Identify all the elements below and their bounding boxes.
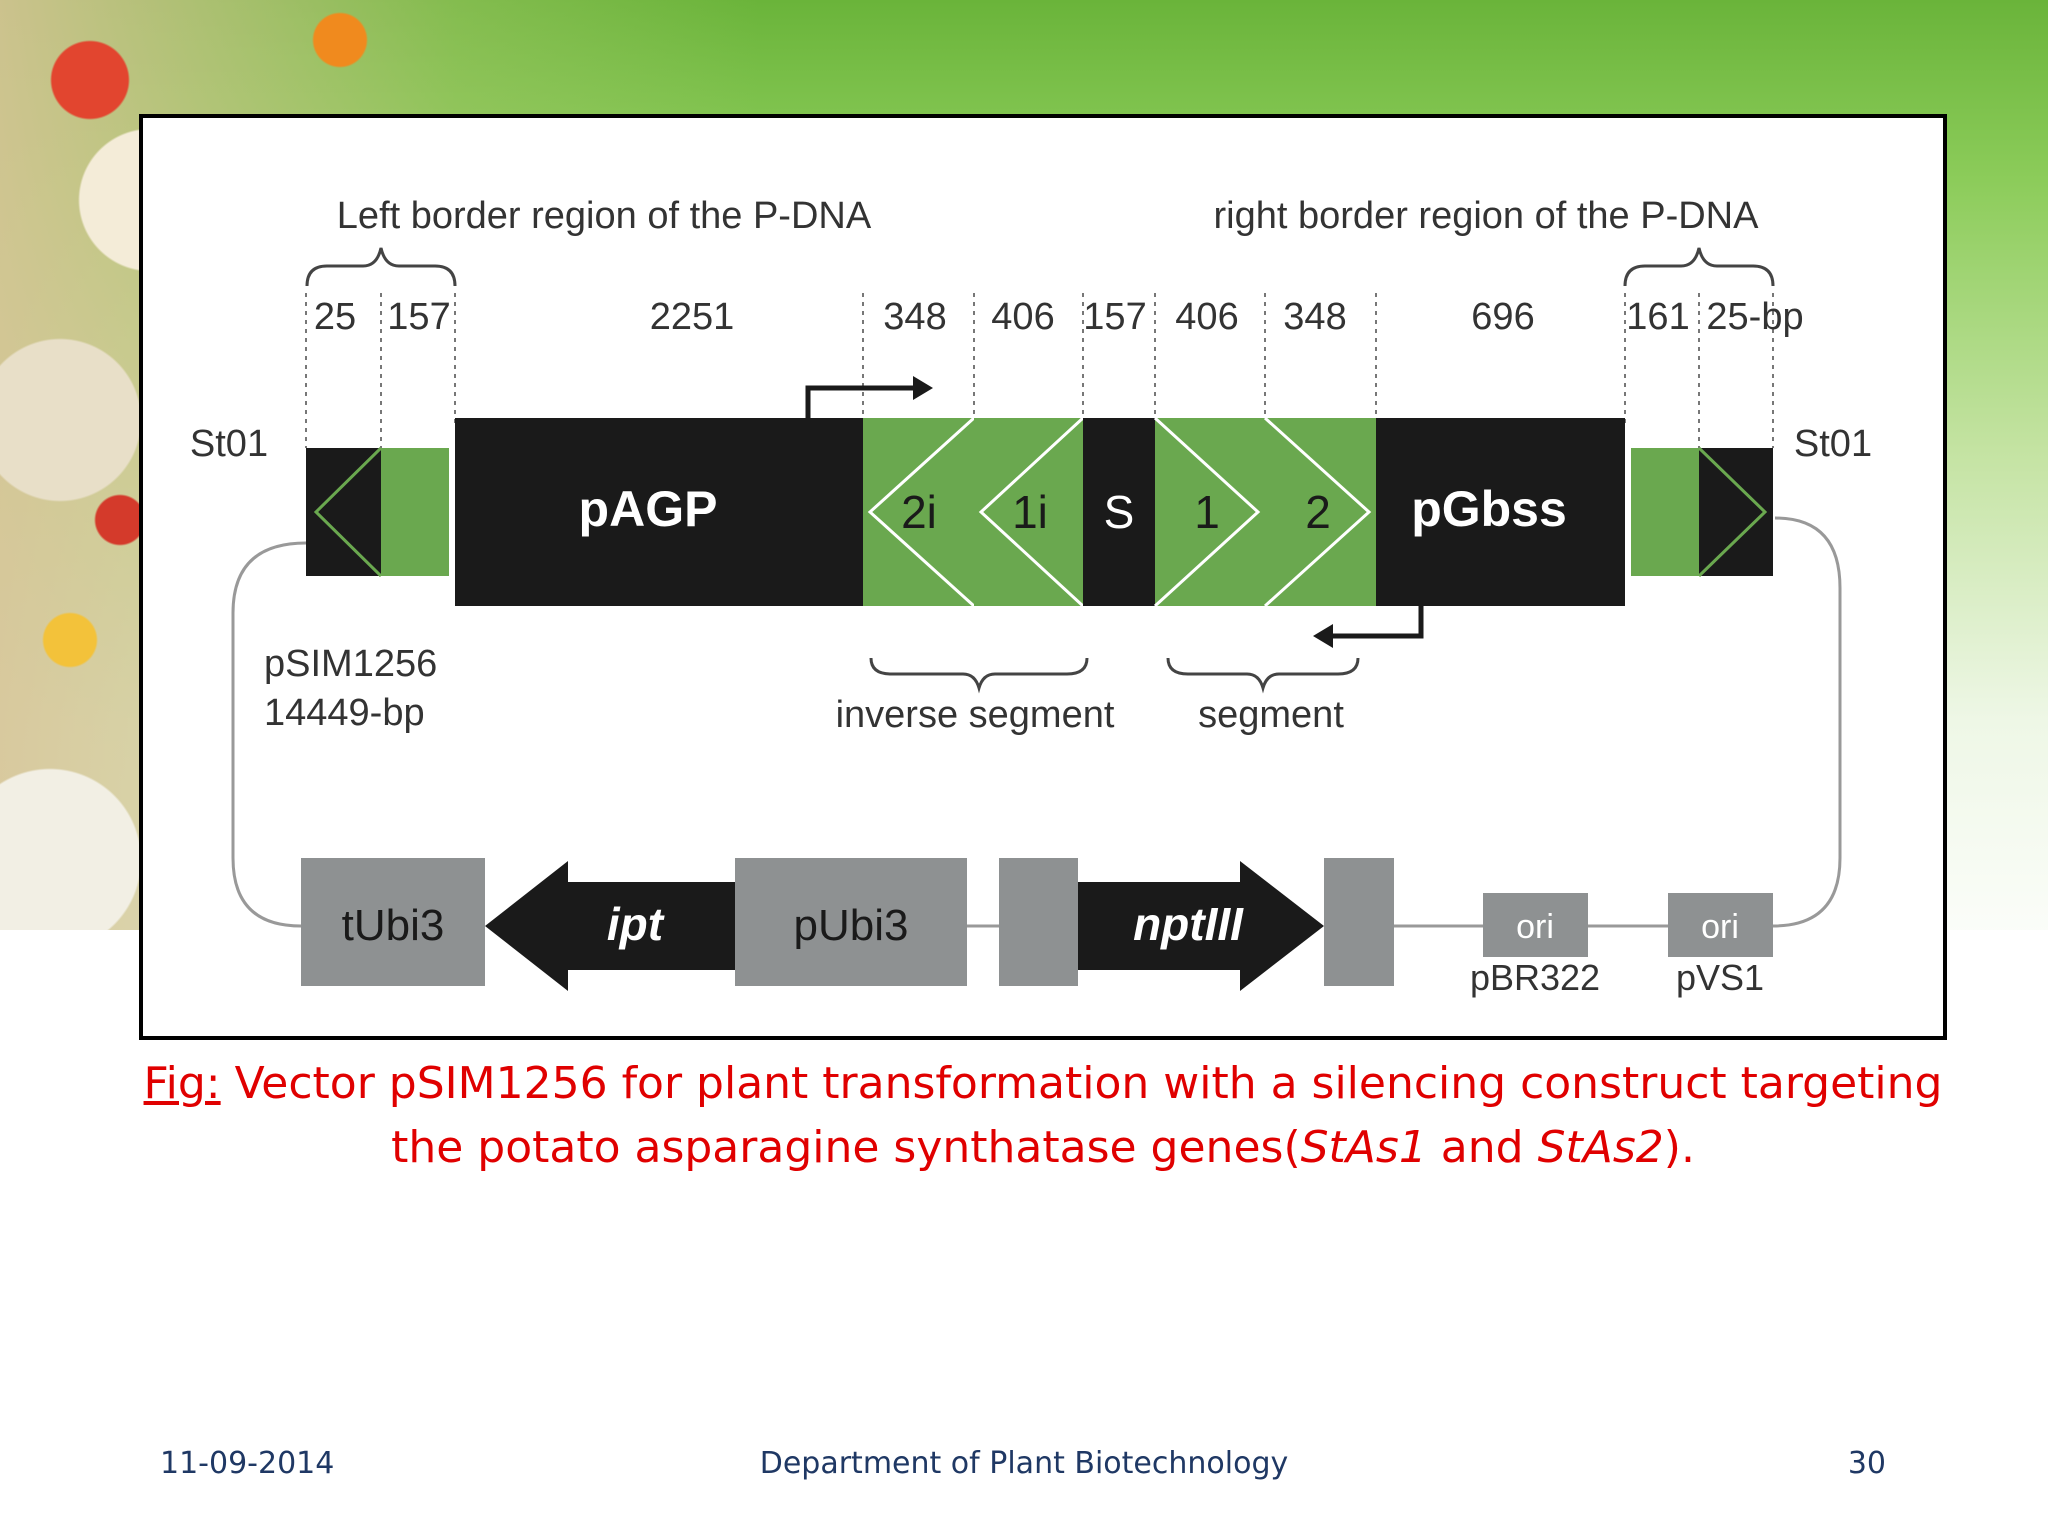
backbone-line-right xyxy=(1772,516,1842,928)
figure-caption: Fig: Vector pSIM1256 for plant transform… xyxy=(139,1052,1947,1180)
bp-label: 406 xyxy=(1175,296,1238,338)
backbone-line-left xyxy=(231,541,307,928)
vector-diagram-frame: Left border region of the P-DNA right bo… xyxy=(139,114,1947,1040)
bp-label: 348 xyxy=(883,296,946,338)
ori-pvs1 xyxy=(1668,893,1773,957)
segment-1 xyxy=(1155,418,1265,606)
caption-and: and xyxy=(1426,1122,1538,1173)
pubi3-label: pUbi3 xyxy=(794,901,909,950)
st01-left-label: St01 xyxy=(190,423,268,465)
nptiii-terminator-block xyxy=(1324,858,1394,986)
left-border-25bp xyxy=(306,448,381,576)
bp-label: 157 xyxy=(1083,296,1146,338)
inverse-segment-label: inverse segment xyxy=(836,694,1115,736)
pagp-arrow xyxy=(805,385,913,418)
bp-label: 2251 xyxy=(650,296,735,338)
left-border-brace xyxy=(305,247,457,287)
bp-label: 25-bp xyxy=(1706,296,1803,338)
spacer-s-label: S xyxy=(1104,486,1135,538)
inverse-segment-brace xyxy=(869,657,1089,694)
footer-page-number: 30 xyxy=(1847,1446,1886,1481)
pgbss-arrow xyxy=(1333,606,1424,639)
nptiii-gene-arrow xyxy=(1078,861,1324,991)
st01-right-label: St01 xyxy=(1794,423,1872,465)
right-border-label: right border region of the P-DNA xyxy=(1214,195,1760,237)
segment-1-label: 1 xyxy=(1194,486,1220,538)
vector-diagram: Left border region of the P-DNA right bo… xyxy=(190,195,1872,998)
bp-label: 161 xyxy=(1626,296,1689,338)
right-border-25bp xyxy=(1699,448,1773,576)
caption-end: ). xyxy=(1663,1122,1695,1173)
footer-department: Department of Plant Biotechnology xyxy=(759,1446,1289,1481)
bp-label: 696 xyxy=(1471,296,1534,338)
segment-2 xyxy=(1265,418,1376,606)
nptiii-promoter-block xyxy=(999,858,1078,986)
ipt-gene-arrow xyxy=(485,861,735,991)
left-border-157bp xyxy=(381,448,449,576)
nptiii-label: nptIII xyxy=(1133,898,1244,950)
segment-1i-chevron xyxy=(978,416,1085,608)
caption-text: Vector pSIM1256 for plant transformation… xyxy=(220,1058,1943,1173)
caption-gene-1: StAs1 xyxy=(1300,1122,1427,1173)
pagp-arrow-head xyxy=(913,376,933,400)
left-border-label: Left border region of the P-DNA xyxy=(337,195,872,237)
pagp-label: pAGP xyxy=(579,481,718,537)
pgbss-arrow-head xyxy=(1313,624,1333,648)
pgbss-promoter xyxy=(1376,418,1625,606)
segment-1-chevron xyxy=(1153,416,1261,608)
tubi3-label: tUbi3 xyxy=(342,901,445,950)
tubi3-terminator xyxy=(301,858,485,986)
segment-2-label: 2 xyxy=(1305,486,1331,538)
segment-1i xyxy=(974,418,1083,606)
ipt-label: ipt xyxy=(607,898,665,950)
left-border-chevron xyxy=(313,446,383,578)
bp-label: 406 xyxy=(991,296,1054,338)
caption-gene-2: StAs2 xyxy=(1537,1122,1664,1173)
ori-pbr322-label: ori xyxy=(1516,908,1554,946)
segment-2i-label: 2i xyxy=(901,486,937,538)
right-border-chevron xyxy=(1697,446,1768,578)
footer-date: 11-09-2014 xyxy=(160,1446,335,1481)
segment-2-chevron xyxy=(1263,416,1372,608)
pbr322-label: pBR322 xyxy=(1470,957,1600,998)
segment-2i-chevron xyxy=(867,416,976,608)
bp-label: 348 xyxy=(1283,296,1346,338)
bp-label: 157 xyxy=(387,296,450,338)
right-border-161bp xyxy=(1631,448,1699,576)
caption-fig-label: Fig: xyxy=(143,1058,221,1109)
segment-dividers xyxy=(305,293,1774,448)
pgbss-label: pGbss xyxy=(1411,481,1567,537)
pagp-promoter xyxy=(455,418,863,606)
right-border-brace xyxy=(1623,247,1775,287)
plasmid-size: 14449-bp xyxy=(264,692,425,734)
ori-pvs1-label: ori xyxy=(1701,908,1739,946)
pvs1-label: pVS1 xyxy=(1676,957,1764,998)
segment-2i xyxy=(863,418,974,606)
bp-label: 25 xyxy=(314,296,356,338)
segment-brace xyxy=(1166,657,1360,694)
ori-pbr322 xyxy=(1483,893,1588,957)
segment-1i-label: 1i xyxy=(1012,486,1048,538)
spacer-s xyxy=(1083,418,1155,606)
pubi3-promoter xyxy=(735,858,967,986)
segment-label: segment xyxy=(1198,694,1344,736)
plasmid-name: pSIM1256 xyxy=(264,643,437,685)
